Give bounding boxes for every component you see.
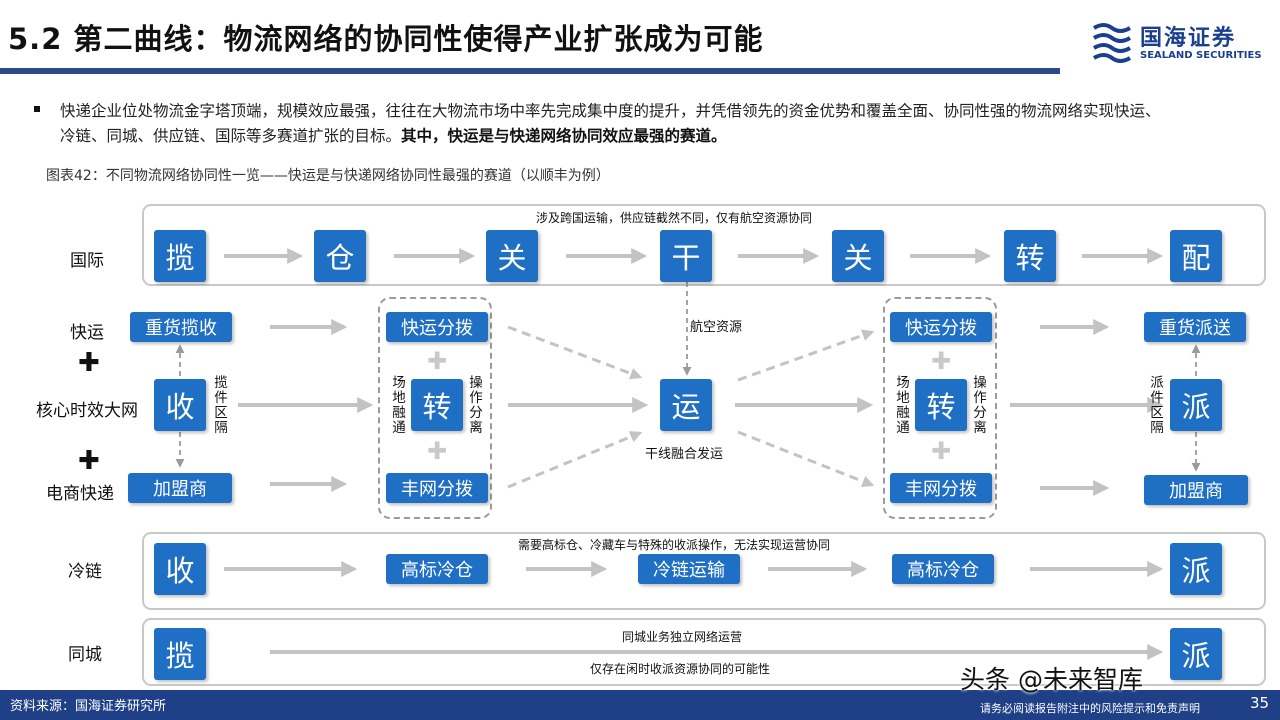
- op-split-text-left: 操作分离: [469, 375, 483, 436]
- collect-zone-text: 揽件区隔: [214, 375, 228, 436]
- intl-step-warehouse: 仓: [314, 230, 366, 282]
- row-label-ecommerce: 电商快递: [46, 484, 114, 504]
- left-sort-dashed-box: [378, 297, 492, 519]
- intl-step-distribute: 配: [1170, 230, 1222, 282]
- cold-deliver-box: 派: [1170, 543, 1222, 595]
- plus-icon-left-bottom: ✚: [427, 437, 448, 465]
- site-merge-text-left: 场地融通: [392, 375, 406, 436]
- transfer-box-right: 转: [915, 379, 967, 431]
- freight-sort-box-left: 快运分拨: [386, 312, 488, 342]
- ecom-sort-box-left: 丰网分拨: [386, 473, 488, 503]
- title-rule: [0, 68, 1060, 74]
- local-collect-box: 揽: [154, 628, 206, 680]
- page-number: 35: [1250, 694, 1270, 712]
- intl-step-transfer: 转: [1004, 230, 1056, 282]
- row-label-core-network: 核心时效大网: [36, 401, 138, 421]
- plus-icon-right-top: ✚: [931, 347, 952, 375]
- freight-sort-box-right: 快运分拨: [890, 312, 992, 342]
- deliver-zone-text: 派件区隔: [1150, 375, 1164, 436]
- cold-warehouse-box-left: 高标冷仓: [386, 554, 488, 584]
- bullet-marker: [34, 106, 40, 112]
- local-deliver-box: 派: [1170, 628, 1222, 680]
- bullet-text: 快递企业位处物流金字塔顶端，规模效应最强，往往在大物流市场中率先完成集中度的提升…: [60, 102, 1161, 145]
- cold-transport-box: 冷链运输: [638, 554, 740, 584]
- cold-collect-box: 收: [154, 543, 206, 595]
- franchise-collect-box: 加盟商: [128, 473, 232, 503]
- bullet-paragraph: 快递企业位处物流金字塔顶端，规模效应最强，往往在大物流市场中率先完成集中度的提升…: [60, 99, 1170, 149]
- right-sort-dashed-box: [883, 297, 997, 519]
- figure-caption: 图表42：不同物流网络协同性一览——快运是与快递网络协同性最强的赛道（以顺丰为例…: [46, 168, 610, 184]
- international-note: 涉及跨国运输，供应链截然不同，仅有航空资源协同: [536, 211, 813, 225]
- source-note: 资料来源：国海证券研究所: [10, 699, 167, 714]
- heavy-deliver-box: 重货派送: [1144, 312, 1246, 342]
- row-label-freight: 快运: [70, 323, 104, 343]
- trunk-merge-label: 干线融合发运: [645, 447, 724, 462]
- logo-name-en: SEALAND SECURITIES: [1140, 50, 1262, 61]
- air-resource-label: 航空资源: [690, 320, 743, 335]
- row-label-international: 国际: [70, 251, 104, 271]
- arrow-ecom-sort-to-transport: [507, 431, 643, 489]
- intl-step-trunk: 干: [660, 230, 712, 282]
- slide-title: 5.2 第二曲线：物流网络的协同性使得产业扩张成为可能: [8, 22, 764, 56]
- franchise-deliver-box: 加盟商: [1144, 475, 1248, 505]
- plus-icon-1: ✚: [78, 348, 100, 378]
- watermark: 头条 @未来智库: [960, 665, 1143, 694]
- logo-name-cn: 国海证券: [1140, 26, 1237, 51]
- heavy-collect-box: 重货揽收: [130, 312, 232, 342]
- transport-box: 运: [660, 379, 712, 431]
- plus-icon-right-bottom: ✚: [931, 437, 952, 465]
- bullet-bold-text: 其中，快运是与快递网络协同效应最强的赛道。: [401, 127, 727, 145]
- cold-chain-note: 需要高标仓、冷藏车与特殊的收派操作，无法实现运营协同: [518, 538, 831, 552]
- row-label-cold-chain: 冷链: [68, 562, 102, 582]
- op-split-text-right: 操作分离: [973, 375, 987, 436]
- collect-box: 收: [154, 379, 206, 431]
- intl-step-customs-export: 关: [486, 230, 538, 282]
- site-merge-text-right: 场地融通: [896, 375, 910, 436]
- logo: 国海证券 SEALAND SECURITIES: [1090, 18, 1270, 68]
- local-note-top: 同城业务独立网络运营: [622, 630, 743, 644]
- transfer-box-left: 转: [411, 379, 463, 431]
- plus-icon-2: ✚: [78, 446, 100, 476]
- arrow-transport-to-freight-sort: [737, 329, 875, 382]
- intl-step-customs-import: 关: [832, 230, 884, 282]
- intl-step-collect: 揽: [154, 230, 206, 282]
- arrow-transport-to-ecom-sort: [737, 430, 875, 488]
- cold-warehouse-box-right: 高标冷仓: [892, 554, 994, 584]
- disclaimer: 请务必阅读报告附注中的风险提示和免责声明: [980, 702, 1200, 715]
- plus-icon-left-top: ✚: [427, 347, 448, 375]
- local-note-bottom: 仅存在闲时收派资源协同的可能性: [590, 662, 771, 676]
- arrow-freight-sort-to-transport: [507, 325, 643, 380]
- deliver-box: 派: [1170, 379, 1222, 431]
- row-label-local: 同城: [68, 645, 102, 665]
- footer-bar: [0, 690, 1280, 720]
- sealand-logo-icon: [1092, 23, 1132, 63]
- ecom-sort-box-right: 丰网分拨: [890, 473, 992, 503]
